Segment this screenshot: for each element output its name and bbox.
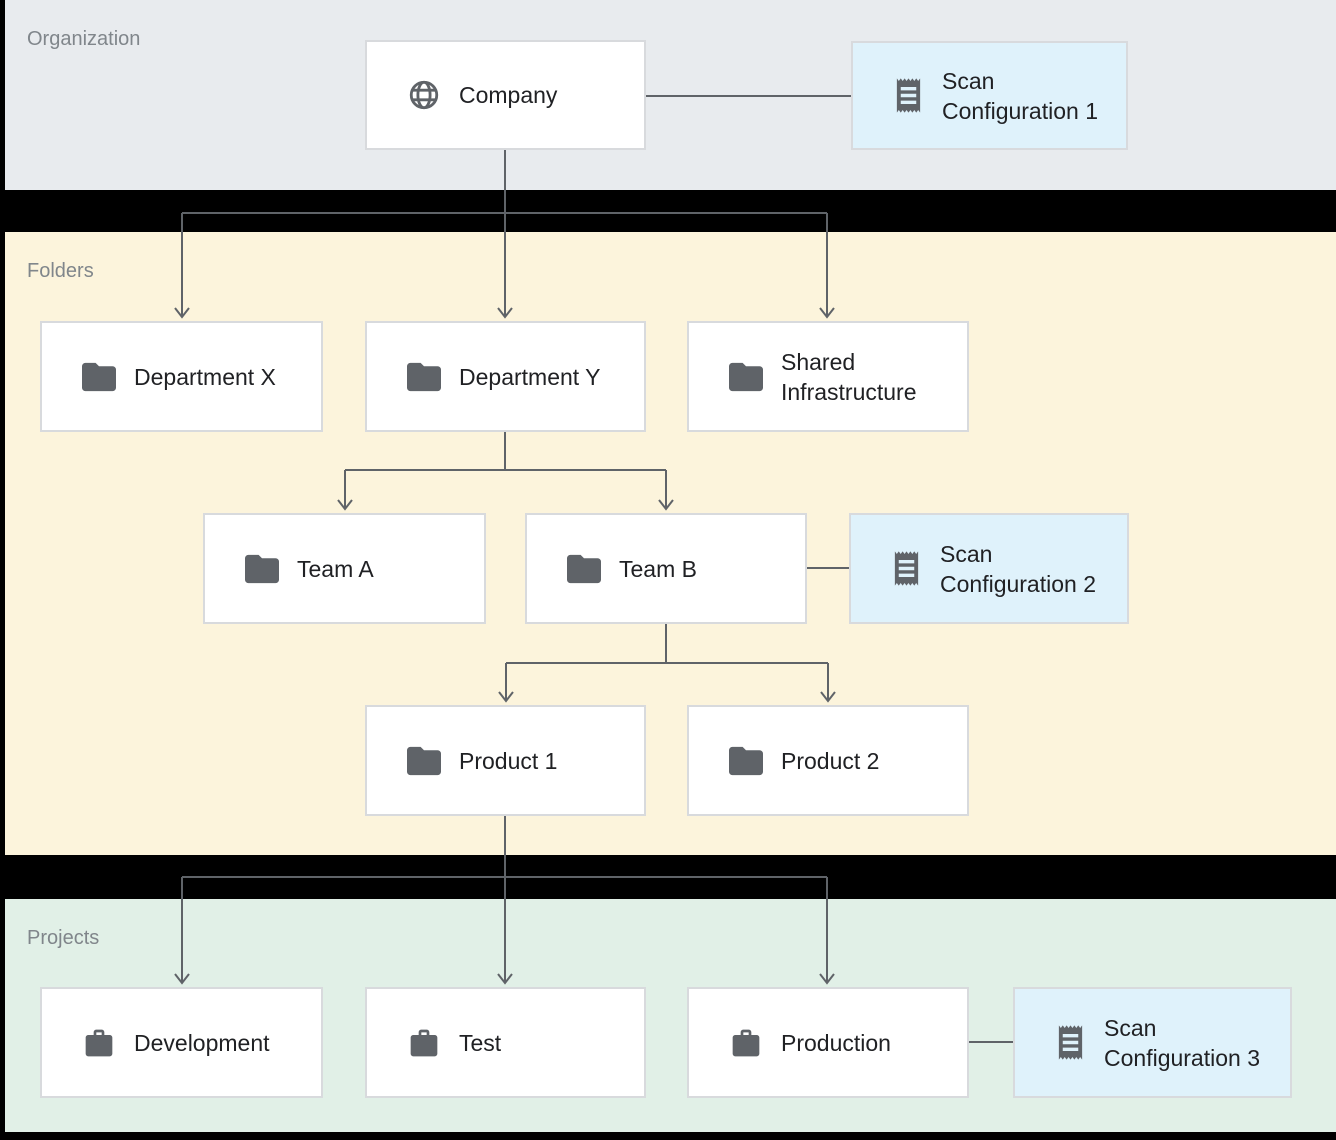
folder-icon: [567, 554, 601, 584]
folder-icon: [407, 746, 441, 776]
folders-band-label: Folders: [27, 260, 94, 282]
node-team-a: Team A: [203, 513, 486, 624]
node-scan-config-2: Scan Configuration 2: [849, 513, 1129, 624]
node-department-y: Department Y: [365, 321, 646, 432]
node-label: Test: [459, 1029, 502, 1056]
node-label: Product 1: [459, 747, 558, 774]
folder-icon: [729, 746, 763, 776]
briefcase-icon: [82, 1027, 116, 1059]
node-label: Team B: [619, 555, 697, 582]
node-label: Shared Infrastructure: [781, 348, 917, 405]
node-label: Development: [134, 1029, 270, 1056]
node-team-b: Team B: [525, 513, 807, 624]
node-label: Department X: [134, 363, 276, 390]
node-label: Company: [459, 82, 558, 108]
node-scan-config-3: Scan Configuration 3: [1013, 987, 1292, 1098]
organization-band-label: Organization: [27, 28, 141, 50]
node-label: Scan Configuration 1: [942, 67, 1098, 124]
node-test: Test: [365, 987, 646, 1098]
node-development: Development: [40, 987, 323, 1098]
node-label: Production: [781, 1029, 891, 1056]
folder-icon: [729, 362, 763, 392]
node-scan-config-1: Scan Configuration 1: [851, 41, 1128, 150]
receipt-icon: [893, 75, 924, 116]
node-label: Scan Configuration 3: [1104, 1014, 1260, 1071]
globe-icon: [407, 78, 441, 112]
node-label: Scan Configuration 2: [940, 540, 1096, 597]
node-label: Department Y: [459, 363, 601, 390]
organization-band: Organization: [5, 0, 1336, 190]
folder-icon: [245, 554, 279, 584]
node-department-x: Department X: [40, 321, 323, 432]
briefcase-icon: [729, 1027, 763, 1059]
node-label: Team A: [297, 555, 374, 582]
folder-icon: [82, 362, 116, 392]
receipt-icon: [891, 548, 922, 589]
receipt-icon: [1055, 1022, 1086, 1063]
node-shared-infrastructure: Shared Infrastructure: [687, 321, 969, 432]
node-label: Product 2: [781, 747, 880, 774]
node-production: Production: [687, 987, 969, 1098]
projects-band-label: Projects: [27, 927, 100, 949]
node-product-2: Product 2: [687, 705, 969, 816]
node-company: Company: [365, 40, 646, 150]
node-product-1: Product 1: [365, 705, 646, 816]
folder-icon: [407, 362, 441, 392]
briefcase-icon: [407, 1027, 441, 1059]
